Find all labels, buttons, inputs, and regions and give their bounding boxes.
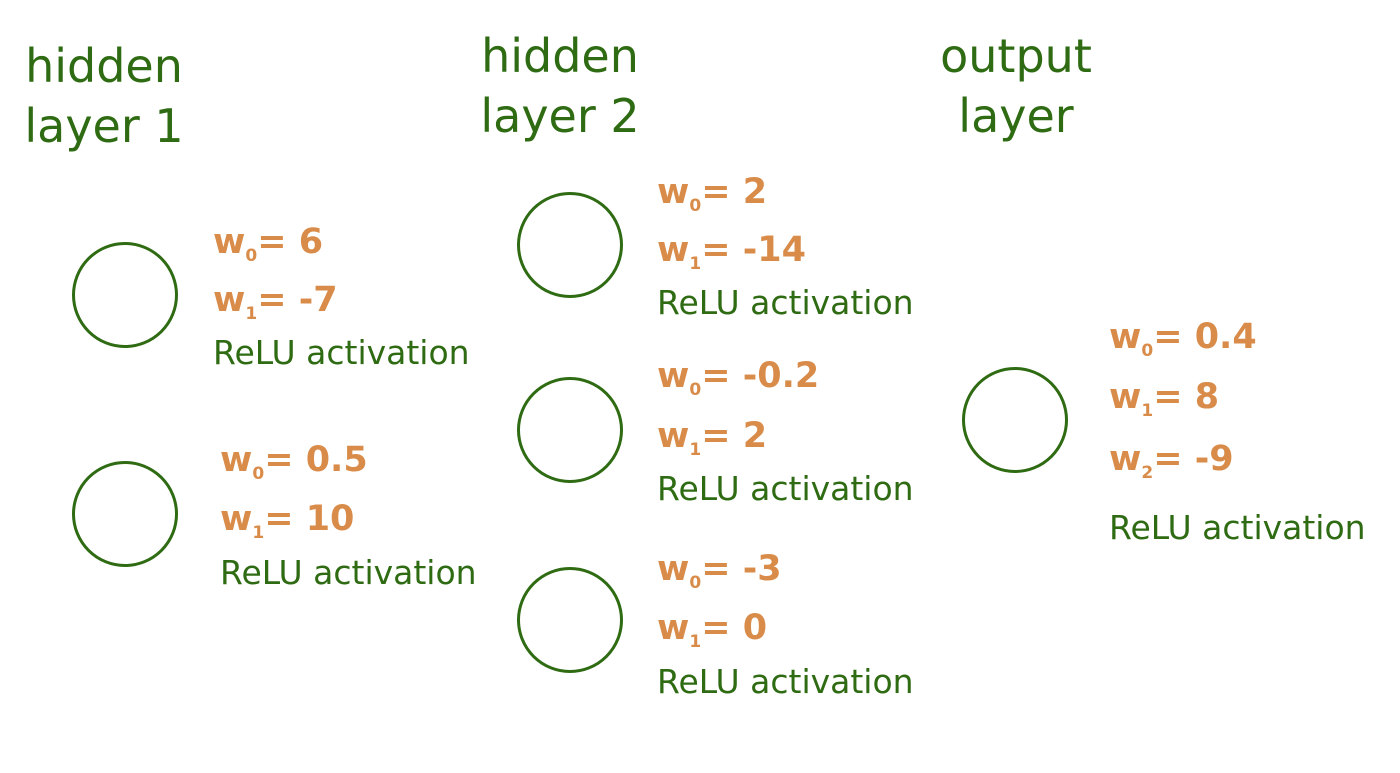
layer-title-line: output (940, 29, 1092, 83)
weight-label: w0= 0.5 (220, 440, 368, 484)
weight-value: 10 (305, 499, 355, 539)
weight-value: 0.4 (1194, 317, 1257, 357)
neuron-circle (72, 461, 178, 567)
weight-label: w0= -3 (657, 549, 782, 593)
weight-value: -14 (742, 230, 806, 270)
layer-title-line: layer 2 (480, 89, 640, 143)
weight-value: 0 (742, 608, 768, 648)
neuron-circle (517, 192, 623, 298)
weight-value: 2 (742, 172, 768, 212)
activation-label: ReLU activation (657, 283, 914, 322)
layer-title-line: layer (958, 89, 1074, 143)
weight-label: w1= -7 (213, 280, 338, 324)
weight-value: -9 (1194, 439, 1234, 479)
weight-value: -3 (742, 549, 782, 589)
weight-label: w1= 10 (220, 499, 355, 543)
layer-title-output: output layer (936, 26, 1096, 146)
weight-label: w0= -0.2 (657, 356, 820, 400)
weight-value: 6 (298, 222, 324, 262)
layer-title-line: layer 1 (24, 99, 184, 153)
neuron-circle (962, 367, 1068, 473)
weight-label: w2= -9 (1109, 439, 1234, 483)
layer-title-hidden-1: hidden layer 1 (24, 36, 184, 156)
layer-title-line: hidden (481, 29, 639, 83)
weight-label: w1= 0 (657, 608, 768, 652)
weight-label: w1= -14 (657, 230, 806, 274)
layer-title-line: hidden (25, 39, 183, 93)
weight-value: -7 (298, 280, 338, 320)
weight-value: 0.5 (305, 440, 368, 480)
weight-label: w0= 0.4 (1109, 317, 1257, 361)
layer-title-hidden-2: hidden layer 2 (480, 26, 640, 146)
activation-label: ReLU activation (1109, 508, 1366, 547)
weight-value: -0.2 (742, 356, 820, 396)
activation-label: ReLU activation (220, 553, 477, 592)
neuron-circle (517, 567, 623, 673)
weight-value: 2 (742, 416, 768, 456)
neuron-circle (517, 377, 623, 483)
activation-label: ReLU activation (657, 469, 914, 508)
activation-label: ReLU activation (213, 333, 470, 372)
weight-label: w1= 2 (657, 416, 768, 460)
neuron-circle (72, 242, 178, 348)
activation-label: ReLU activation (657, 662, 914, 701)
weight-label: w1= 8 (1109, 377, 1220, 421)
weight-label: w0= 2 (657, 172, 768, 216)
weight-value: 8 (1194, 377, 1220, 417)
weight-label: w0= 6 (213, 222, 324, 266)
